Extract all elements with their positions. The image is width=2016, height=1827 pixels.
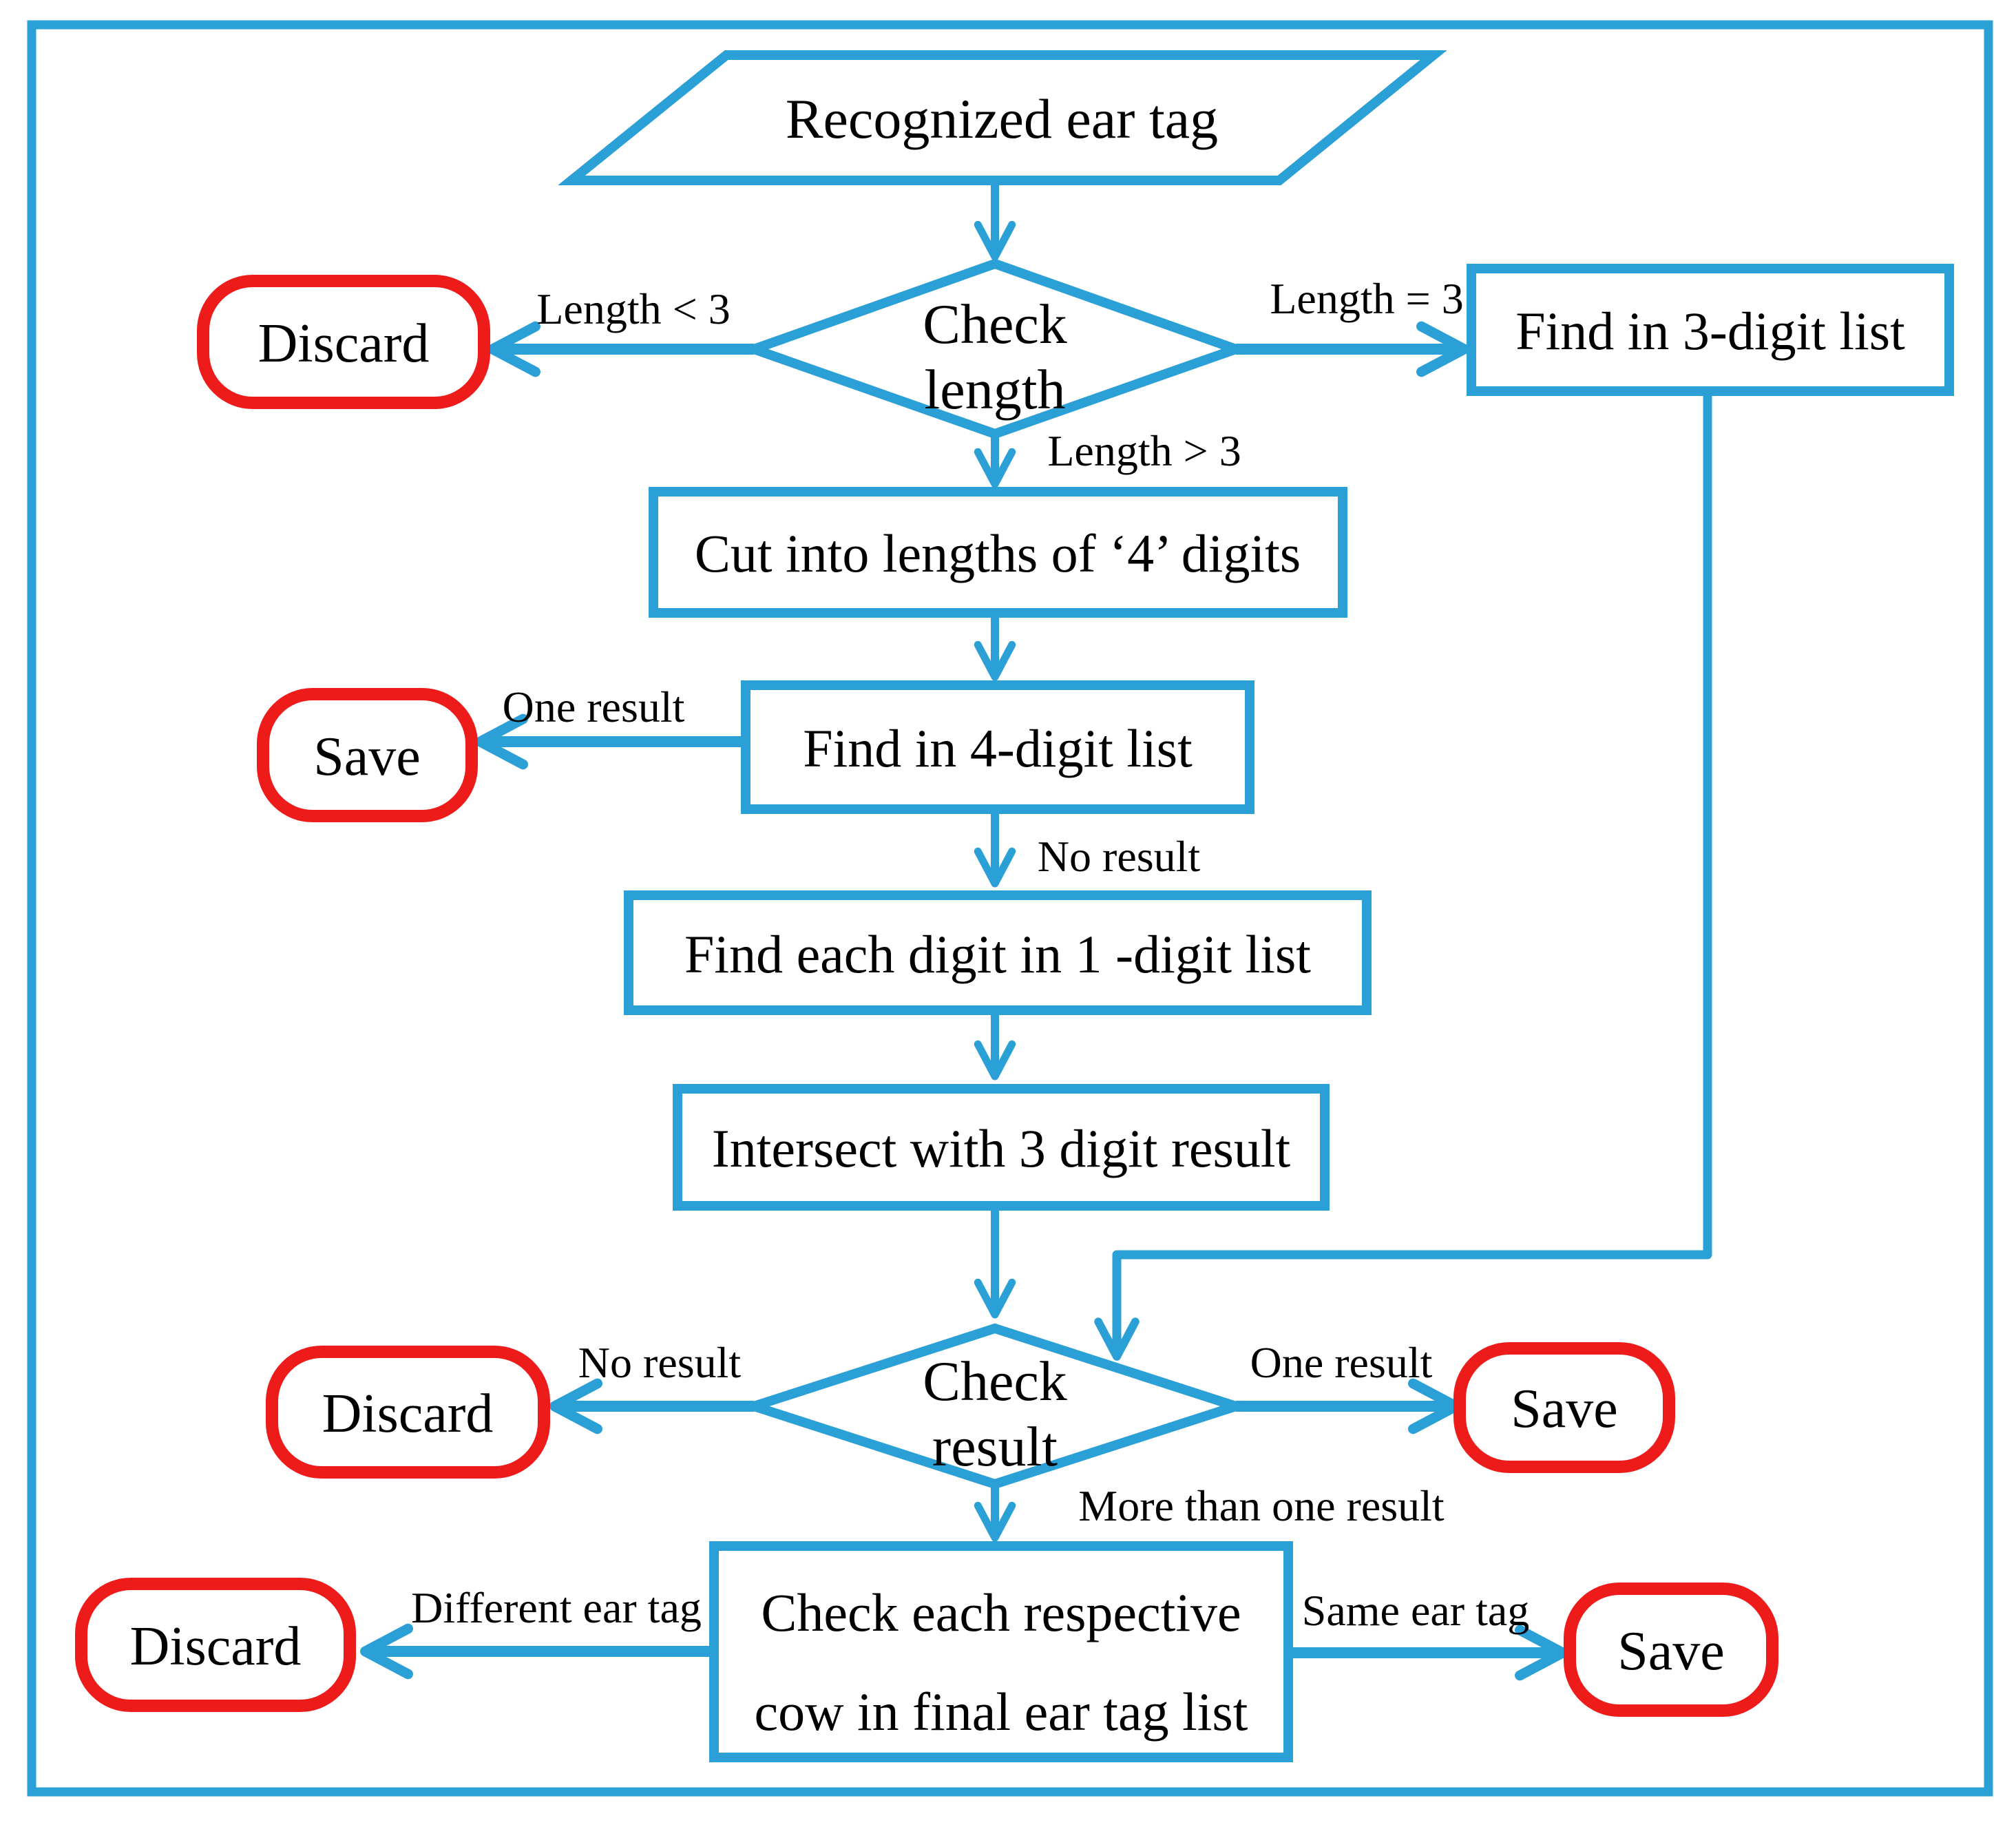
check-each-cow-box	[709, 1541, 1293, 1762]
discard-final-terminal	[75, 1578, 356, 1712]
check-length-label-line1: Check	[923, 293, 1067, 355]
outer-border	[27, 20, 1993, 1797]
find-each-digit-label: Find each digit in 1 -digit list	[684, 924, 1311, 984]
discard-final-label: Discard	[130, 1616, 302, 1677]
edge-label-one-result-4digit: One result	[503, 682, 685, 731]
discard-length-label: Discard	[258, 313, 430, 374]
edge-label-more-than-one-result: More than one result	[1078, 1481, 1445, 1530]
find-each-digit-box	[624, 890, 1372, 1015]
cut-into-4-label: Cut into lengths of ‘4’ digits	[695, 523, 1301, 583]
edge-label-no-result-4digit: No result	[1038, 832, 1201, 881]
save-final-terminal	[1564, 1583, 1778, 1717]
check-result-label-line2: result	[932, 1415, 1058, 1478]
save-result-label: Save	[1511, 1379, 1618, 1439]
check-length-diamond	[739, 258, 1251, 439]
start-parallelogram	[558, 50, 1447, 185]
edge-label-one-result-check: One result	[1250, 1338, 1433, 1387]
discard-length-terminal	[197, 275, 490, 409]
edge-label-length-gt-3: Length > 3	[1047, 426, 1241, 475]
check-result-label-line1: Check	[923, 1350, 1067, 1412]
save-4-digit-label: Save	[313, 727, 421, 787]
edge-label-length-lt-3: Length < 3	[536, 284, 730, 333]
edge-label-length-eq-3: Length = 3	[1270, 274, 1463, 323]
discard-result-terminal	[266, 1346, 550, 1479]
save-4-digit-terminal	[257, 688, 478, 822]
discard-result-label: Discard	[322, 1384, 494, 1444]
intersect-label: Intersect with 3 digit result	[712, 1118, 1291, 1178]
edge-find-3-digit-to-check-result	[1094, 393, 1712, 1361]
check-length-label-line2: length	[925, 358, 1066, 421]
edge-label-different-ear-tag: Different ear tag	[411, 1583, 702, 1632]
find-3-digit-box	[1467, 264, 1954, 396]
check-result-diamond	[738, 1323, 1252, 1490]
cut-into-4-box	[649, 487, 1347, 618]
intersect-box	[673, 1084, 1330, 1211]
save-result-terminal	[1453, 1342, 1675, 1473]
find-4-digit-box	[741, 680, 1254, 814]
find-3-digit-label: Find in 3-digit list	[1515, 301, 1905, 361]
edge-label-no-result-check: No result	[578, 1338, 742, 1387]
edge-label-same-ear-tag: Same ear tag	[1302, 1586, 1530, 1635]
check-each-cow-label-line1: Check each respective	[761, 1583, 1241, 1642]
start-label: Recognized ear tag	[786, 87, 1218, 150]
save-final-label: Save	[1617, 1621, 1725, 1682]
find-4-digit-label: Find in 4-digit list	[803, 718, 1193, 778]
check-each-cow-label-line2: cow in final ear tag list	[755, 1682, 1248, 1742]
